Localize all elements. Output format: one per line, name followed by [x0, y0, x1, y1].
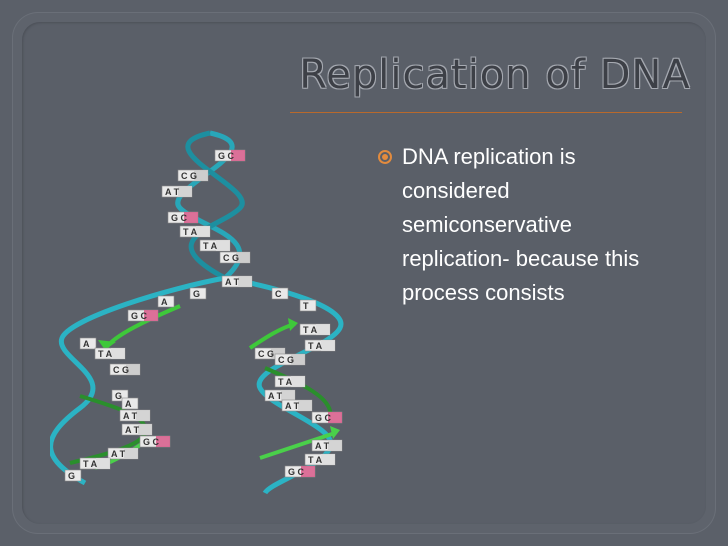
base-pair-tile: G C [167, 211, 199, 224]
base-pair-label: C G [113, 365, 129, 375]
base-pair-label: C G [181, 171, 197, 181]
base-pair-label: A T [125, 425, 140, 435]
base-pair-tile: G C [139, 435, 171, 448]
base-pair-tile: G C [311, 411, 343, 424]
base-pair-tile: T A [179, 225, 211, 238]
base-pair-tile: C G [109, 363, 141, 376]
bullet-list: DNA replication is considered semiconser… [378, 140, 678, 310]
base-pair-tile: G C [127, 309, 159, 322]
new-strand-right [248, 322, 296, 350]
base-pair-label: A T [315, 441, 330, 451]
base-pair-label: T A [83, 459, 98, 469]
base-pair-label: A T [225, 277, 240, 287]
base-pair-label: G C [315, 413, 332, 423]
base-pair-label: T A [308, 455, 323, 465]
base-pair-label: A T [268, 391, 283, 401]
base-pair-label: C G [223, 253, 239, 263]
base-pair-tile: T A [274, 375, 306, 388]
base-pair-tile: A [121, 397, 139, 410]
base-pair-tile: T A [299, 323, 331, 336]
bullet-text: DNA replication is considered semiconser… [402, 144, 640, 305]
base-pair-label: A [161, 297, 168, 307]
base-pair-tile: G [189, 287, 207, 300]
title-divider [290, 112, 682, 113]
base-pair-tile: T [299, 299, 317, 312]
base-pair-tile: T A [79, 457, 111, 470]
base-pair-tile: A T [119, 409, 151, 422]
bullet-circle-icon [378, 150, 392, 164]
base-pair-tile: C [271, 287, 289, 300]
base-pair-tile: T A [199, 239, 231, 252]
base-pair-label: G C [171, 213, 188, 223]
base-pair-tile: C G [219, 251, 251, 264]
base-pair-label: G C [288, 467, 305, 477]
old-strand-left [50, 275, 226, 486]
arrow-icon [330, 426, 340, 439]
base-pair-tile: A [79, 337, 97, 350]
base-pair-label: A T [123, 411, 138, 421]
arrow-icon [288, 318, 298, 331]
base-pair-tile: A T [161, 185, 193, 198]
base-pair-label: G C [218, 151, 235, 161]
base-pair-label: A [83, 339, 90, 349]
base-pair-label: T A [98, 349, 113, 359]
base-pair-tile: G C [284, 465, 316, 478]
base-pair-tile: A T [311, 439, 343, 452]
base-pair-tile: C G [177, 169, 209, 182]
base-pair-tile: T A [94, 347, 126, 360]
base-pair-label: T A [183, 227, 198, 237]
base-pair-tile: C G [274, 353, 306, 366]
base-pair-tile: C G [254, 347, 286, 360]
arrow-icon [98, 340, 116, 350]
base-pair-label: A T [111, 449, 126, 459]
base-pair-label: G [193, 289, 200, 299]
new-strand-right-lower [259, 431, 336, 460]
base-pair-label: T A [303, 325, 318, 335]
base-pair-label: T [303, 301, 309, 311]
base-pair-tile: A [157, 295, 175, 308]
base-pair-tile: A T [121, 423, 153, 436]
base-pair-label: A T [165, 187, 180, 197]
base-pair-tile: T A [304, 453, 336, 466]
base-pair-label: G C [143, 437, 160, 447]
helix-strand-b [185, 130, 245, 281]
base-pair-label: T A [278, 377, 293, 387]
base-pair-tile: G [111, 389, 129, 402]
slide-title: Replication of DNA [299, 52, 691, 98]
base-pair-label: A [125, 399, 132, 409]
base-pair-tile: A T [281, 399, 313, 412]
base-pair-label: T A [203, 241, 218, 251]
bullet-item: DNA replication is considered semiconser… [378, 140, 672, 310]
base-pair-tile: A T [221, 275, 253, 288]
base-pair-label: G C [131, 311, 148, 321]
base-pair-tile: A T [264, 389, 296, 402]
base-pair-tile: T A [304, 339, 336, 352]
base-pair-label: C [275, 289, 282, 299]
base-pair-label: A T [285, 401, 300, 411]
base-pair-tile: G [64, 469, 82, 482]
base-pair-label: C G [258, 349, 274, 359]
base-pair-label: G [68, 471, 75, 481]
base-pair-tile: A T [107, 447, 139, 460]
base-pair-tile: G C [214, 149, 246, 162]
base-pair-label: T A [308, 341, 323, 351]
base-pair-label: G [115, 391, 122, 401]
base-pair-label: C G [278, 355, 294, 365]
